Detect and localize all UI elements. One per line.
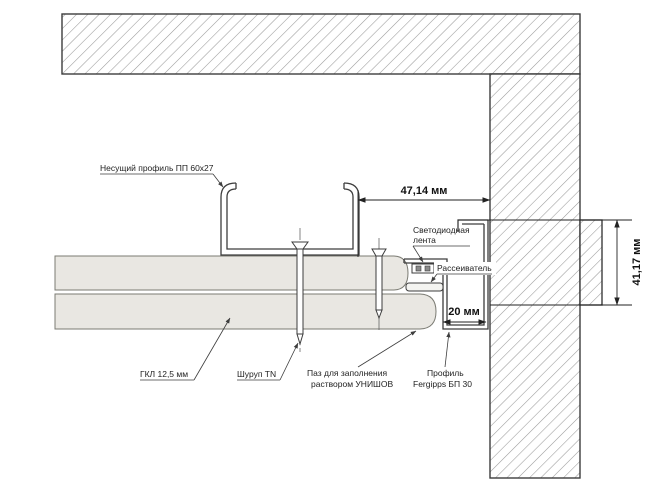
gypsum-board-layer-2 <box>54 293 437 330</box>
perimeter-profile <box>403 219 489 330</box>
label-backing <box>434 262 496 275</box>
callout-perimeter-profile: Профиль Fergipps БП 30 <box>413 331 472 389</box>
gypsum-board-layer-1 <box>54 255 409 291</box>
label-bearing-profile: Несущий профиль ПП 60х27 <box>100 163 214 173</box>
concrete-slab <box>61 13 581 75</box>
dimension-niche-width: 47,14 мм <box>357 185 491 257</box>
screw-tn-tip <box>296 333 304 346</box>
led-chip-2 <box>424 265 431 272</box>
led-strip-body <box>411 263 435 274</box>
label-gypsum-board: ГКЛ 12,5 мм <box>140 369 188 379</box>
label-led-strip-line1: Светодиодная <box>413 225 470 235</box>
callout-leader <box>193 317 231 381</box>
fixing-screw-head <box>371 248 387 257</box>
callout-leader <box>444 331 451 368</box>
callout-diffuser: Рассеиватель <box>430 262 496 283</box>
bearing-profile-outer <box>220 182 360 256</box>
label-mortar-groove-line2: раствором УНИШОВ <box>311 379 393 389</box>
label-perimeter-profile-line2: Fergipps БП 30 <box>413 379 472 389</box>
concrete-wall <box>489 73 581 479</box>
diffuser <box>405 282 444 292</box>
screw-tn <box>291 228 309 352</box>
callout-screw: Шуруп TN <box>237 342 299 381</box>
perimeter-profile-inner <box>404 224 485 326</box>
dimension-gap-width-text: 20 мм <box>448 306 480 318</box>
dimension-ledge-height: 41,17 мм <box>458 219 643 306</box>
dimension-gap-width: 20 мм <box>442 306 487 325</box>
label-screw: Шуруп TN <box>237 369 276 379</box>
fixing-screw-tip <box>375 309 383 320</box>
callout-gypsum-board: ГКЛ 12,5 мм <box>140 317 231 381</box>
led-chip-1 <box>415 265 422 272</box>
wall-ledge <box>579 219 603 306</box>
perimeter-profile-outer <box>404 220 489 330</box>
ceiling-boards <box>54 255 437 330</box>
callout-leader <box>357 330 417 368</box>
label-diffuser: Рассеиватель <box>437 263 492 273</box>
callout-leader <box>279 342 299 381</box>
callout-bearing-profile: Несущий профиль ПП 60х27 <box>100 163 224 188</box>
fixing-screw-shaft <box>375 255 383 311</box>
bearing-profile-inner <box>226 188 354 250</box>
callout-leader <box>430 273 438 283</box>
screw-tn-head <box>291 241 309 250</box>
label-perimeter-profile-line1: Профиль <box>427 368 464 378</box>
bearing-profile <box>220 182 360 256</box>
fixing-screw <box>371 238 387 330</box>
callout-led-strip: Светодиодная лента <box>412 225 470 263</box>
label-mortar-groove-line1: Паз для заполнения <box>307 368 387 378</box>
screw-tn-shaft <box>296 248 304 335</box>
dimension-niche-width-text: 47,14 мм <box>401 185 448 197</box>
callout-leader <box>412 245 424 263</box>
concrete-structure <box>61 13 603 479</box>
label-led-strip-line2: лента <box>413 235 436 245</box>
diffuser-body <box>405 282 444 292</box>
dimension-ledge-height-text: 41,17 мм <box>631 239 643 286</box>
callout-mortar-groove: Паз для заполнения раствором УНИШОВ <box>307 330 417 389</box>
callout-leader <box>212 173 224 188</box>
led-strip <box>411 263 435 274</box>
